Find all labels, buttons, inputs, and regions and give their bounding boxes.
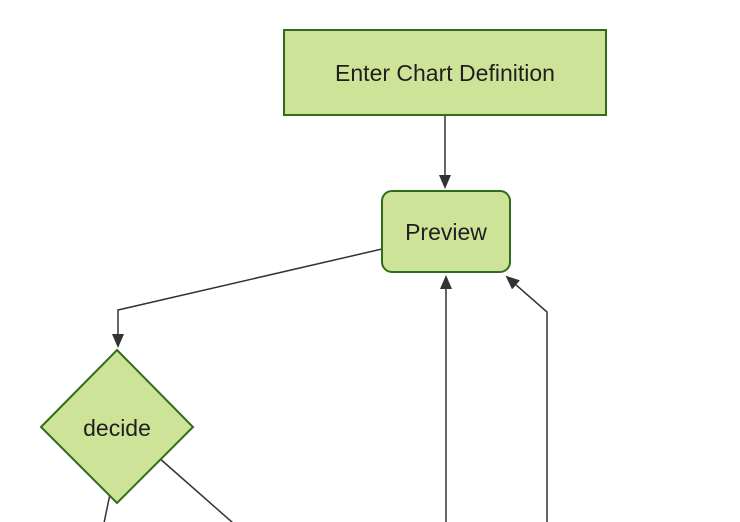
node-enter-chart-definition: Enter Chart Definition [283,29,607,116]
edge-layer [103,116,548,522]
preview-label: Preview [405,219,487,245]
preview-box [381,190,511,273]
edge-preview-to-decide [112,248,383,348]
node-preview: Preview [381,190,511,273]
decide-label: decide [83,415,151,441]
decide-diamond [39,348,195,505]
edge-decide-to-offscreen-left [103,493,111,522]
enter-chart-definition-label: Enter Chart Definition [335,60,555,86]
edge-offscreen-right-to-preview [505,275,548,522]
edge-decide-to-offscreen-right [157,456,233,522]
enter-chart-definition-box [283,29,607,116]
node-decide: decide [39,348,195,505]
